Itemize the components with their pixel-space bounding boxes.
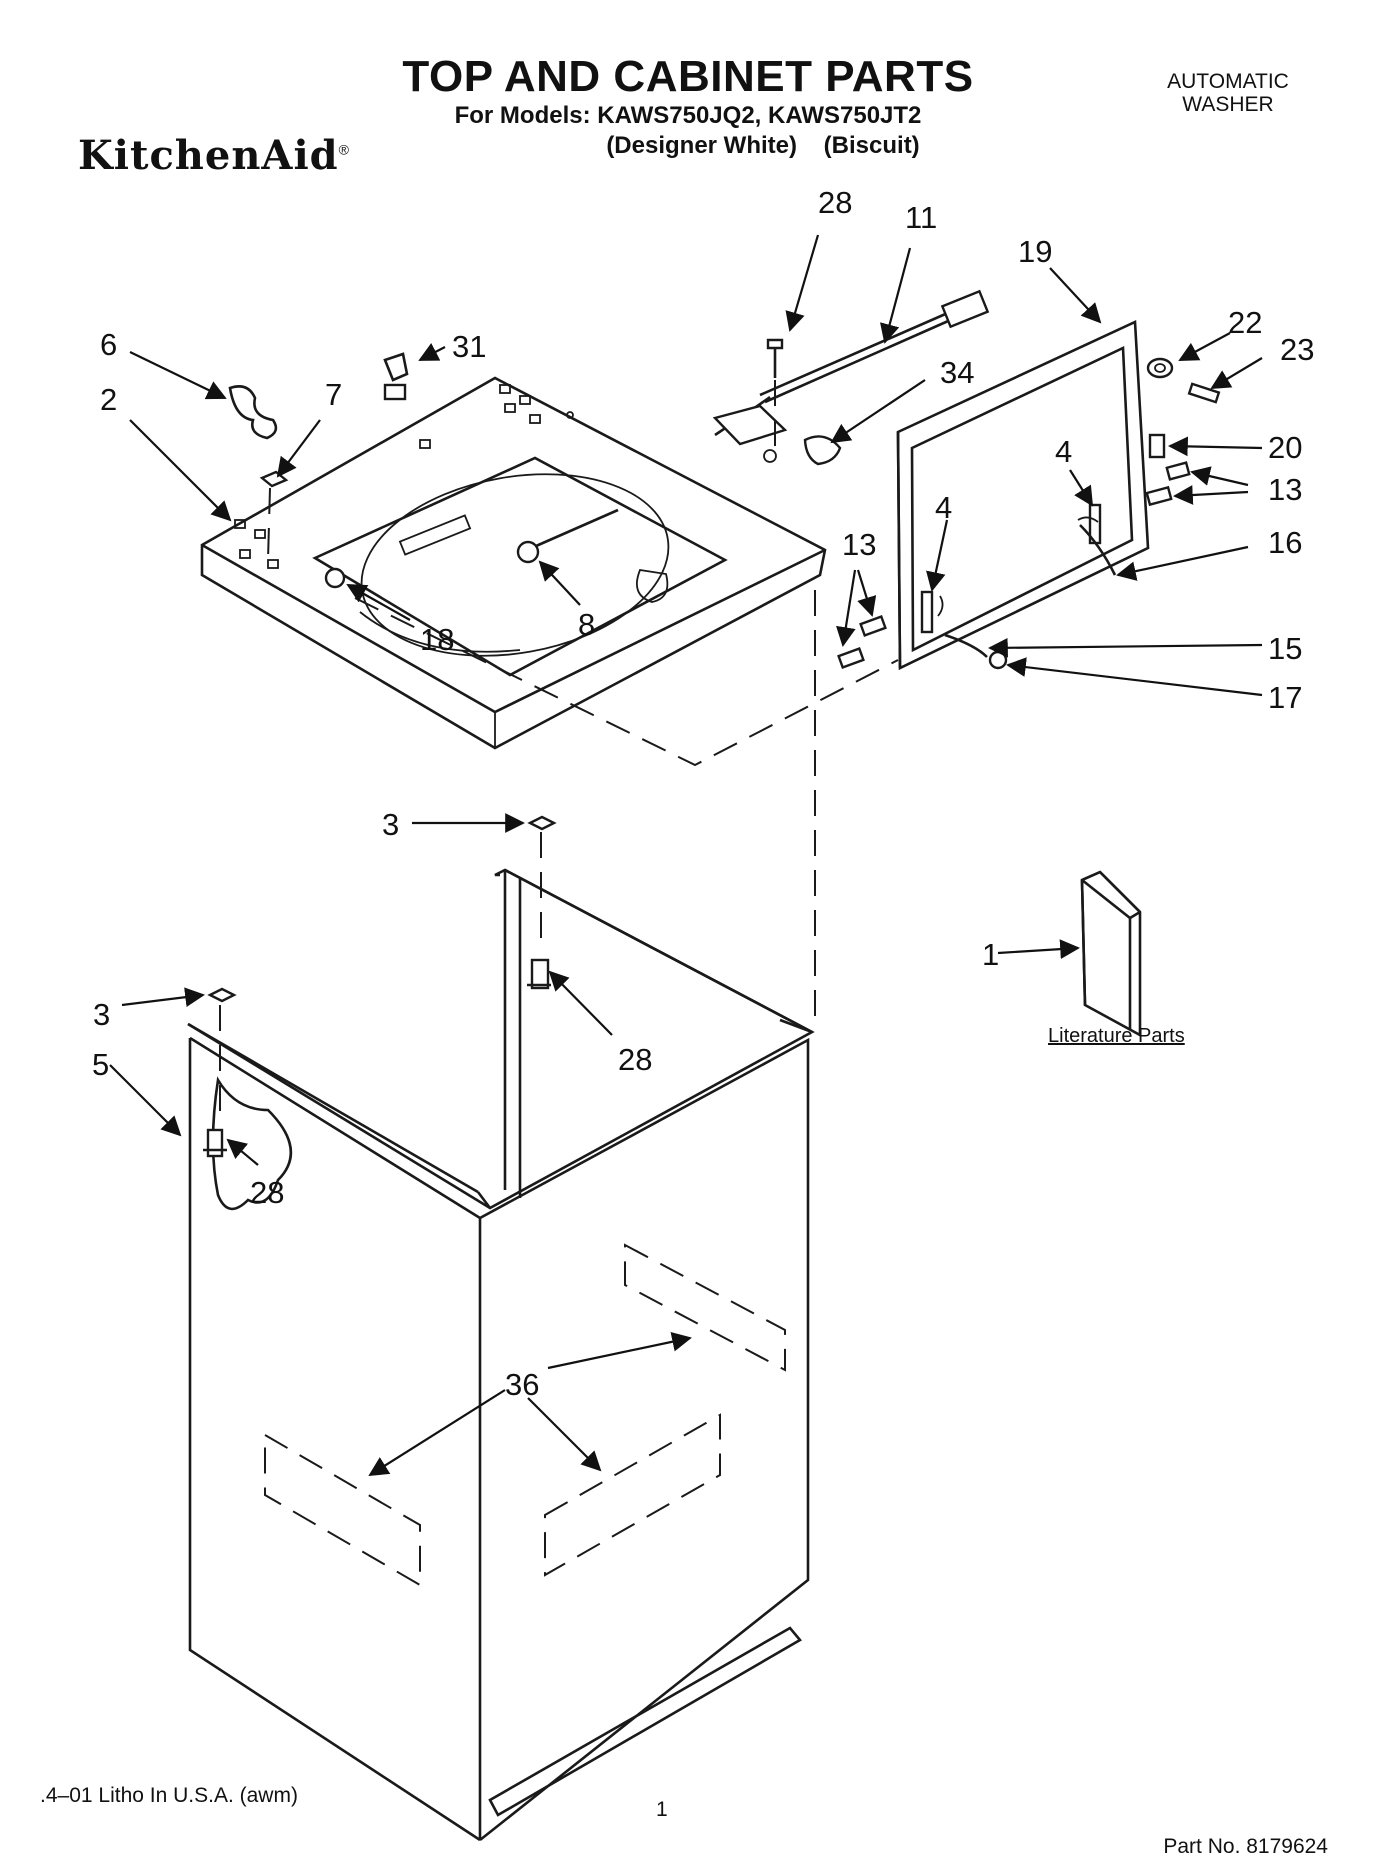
registered-mark: ® <box>338 141 350 158</box>
callout-13-right: 13 <box>1268 472 1302 507</box>
washer-top-panel <box>200 376 827 750</box>
callout-11: 11 <box>905 200 937 235</box>
callout-17: 17 <box>1268 680 1302 715</box>
part-13-screws-left <box>837 615 887 669</box>
part-23-knob-pin <box>1187 382 1221 404</box>
part-3-clip-top <box>527 815 557 950</box>
page-title: TOP AND CABINET PARTS <box>402 52 974 101</box>
part-6-clip <box>228 385 278 440</box>
product-type-line2: WASHER <box>1182 93 1274 116</box>
callout-18: 18 <box>420 622 454 657</box>
callout-15: 15 <box>1268 631 1302 666</box>
callout-7: 7 <box>325 377 342 412</box>
part-31-bracket <box>383 352 409 401</box>
kitchenaid-logo: KitchenAid® <box>78 132 350 179</box>
callout-23: 23 <box>1280 332 1314 367</box>
color-line: (Designer White) (Biscuit) <box>0 132 1376 160</box>
leader-arrows <box>109 234 1263 1477</box>
lid-switch <box>712 404 788 463</box>
part-7-nut <box>259 470 289 561</box>
callout-31: 31 <box>452 329 486 364</box>
brand-name: KitchenAid <box>78 132 339 179</box>
part-28-screw-top <box>766 338 784 460</box>
footer-part-number: Part No. 8179624 <box>1163 1835 1328 1858</box>
color-designer-white: (Designer White) <box>606 132 797 159</box>
part-19-console-frame <box>896 320 1150 671</box>
part-28-screw-cabinet <box>527 958 551 990</box>
models-line: For Models: KAWS750JQ2, KAWS750JT2 <box>454 102 922 129</box>
callout-34: 34 <box>940 355 974 390</box>
part-3-clip-left <box>207 987 237 1120</box>
part-20-knob <box>1148 433 1166 459</box>
part-5-cabinet <box>187 868 815 1842</box>
literature-parts-label: Literature Parts <box>1048 1025 1185 1047</box>
footer-litho: .4–01 Litho In U.S.A. (awm) <box>40 1784 298 1807</box>
product-type-line1: AUTOMATIC <box>1167 70 1289 93</box>
callout-6: 6 <box>100 327 117 362</box>
callout-22: 22 <box>1228 305 1262 340</box>
callout-1: 1 <box>982 937 999 972</box>
part-11-wire-harness <box>714 289 990 437</box>
callout-28-top: 28 <box>818 185 852 220</box>
part-17-connector <box>988 650 1008 670</box>
literature-booklet <box>1080 870 1142 1038</box>
color-biscuit: (Biscuit) <box>823 132 920 159</box>
callout-2: 2 <box>100 382 117 417</box>
part-15-wire <box>944 633 988 658</box>
callout-20: 20 <box>1268 430 1302 465</box>
part-13-screws-right <box>1145 461 1191 507</box>
callout-3-top: 3 <box>382 807 399 842</box>
part-34-switch-actuator <box>803 435 842 466</box>
part-4-bracket-right <box>1077 503 1102 545</box>
callout-19: 19 <box>1018 234 1052 269</box>
part-8-screw <box>516 508 619 564</box>
part-18-fastener <box>324 567 346 589</box>
callout-5: 5 <box>92 1047 109 1082</box>
callout-labels: 28 11 19 22 23 6 31 34 2 7 20 4 13 16 13… <box>92 185 1314 1402</box>
footer-page-number: 1 <box>656 1798 668 1821</box>
callout-3-left: 3 <box>93 997 110 1032</box>
part-4-bracket-left <box>920 590 944 634</box>
callout-4-left: 4 <box>935 490 952 525</box>
callout-16: 16 <box>1268 525 1302 560</box>
callout-36: 36 <box>505 1367 539 1402</box>
callout-28-cabinet: 28 <box>618 1042 652 1077</box>
callout-28-cutaway: 28 <box>250 1175 284 1210</box>
part-28-screw-cutaway <box>203 1128 227 1158</box>
callout-13-left: 13 <box>842 527 876 562</box>
callout-8: 8 <box>578 607 595 642</box>
part-22-washer <box>1146 357 1174 379</box>
part-16-rod <box>1079 524 1117 576</box>
callout-4-right: 4 <box>1055 434 1072 469</box>
